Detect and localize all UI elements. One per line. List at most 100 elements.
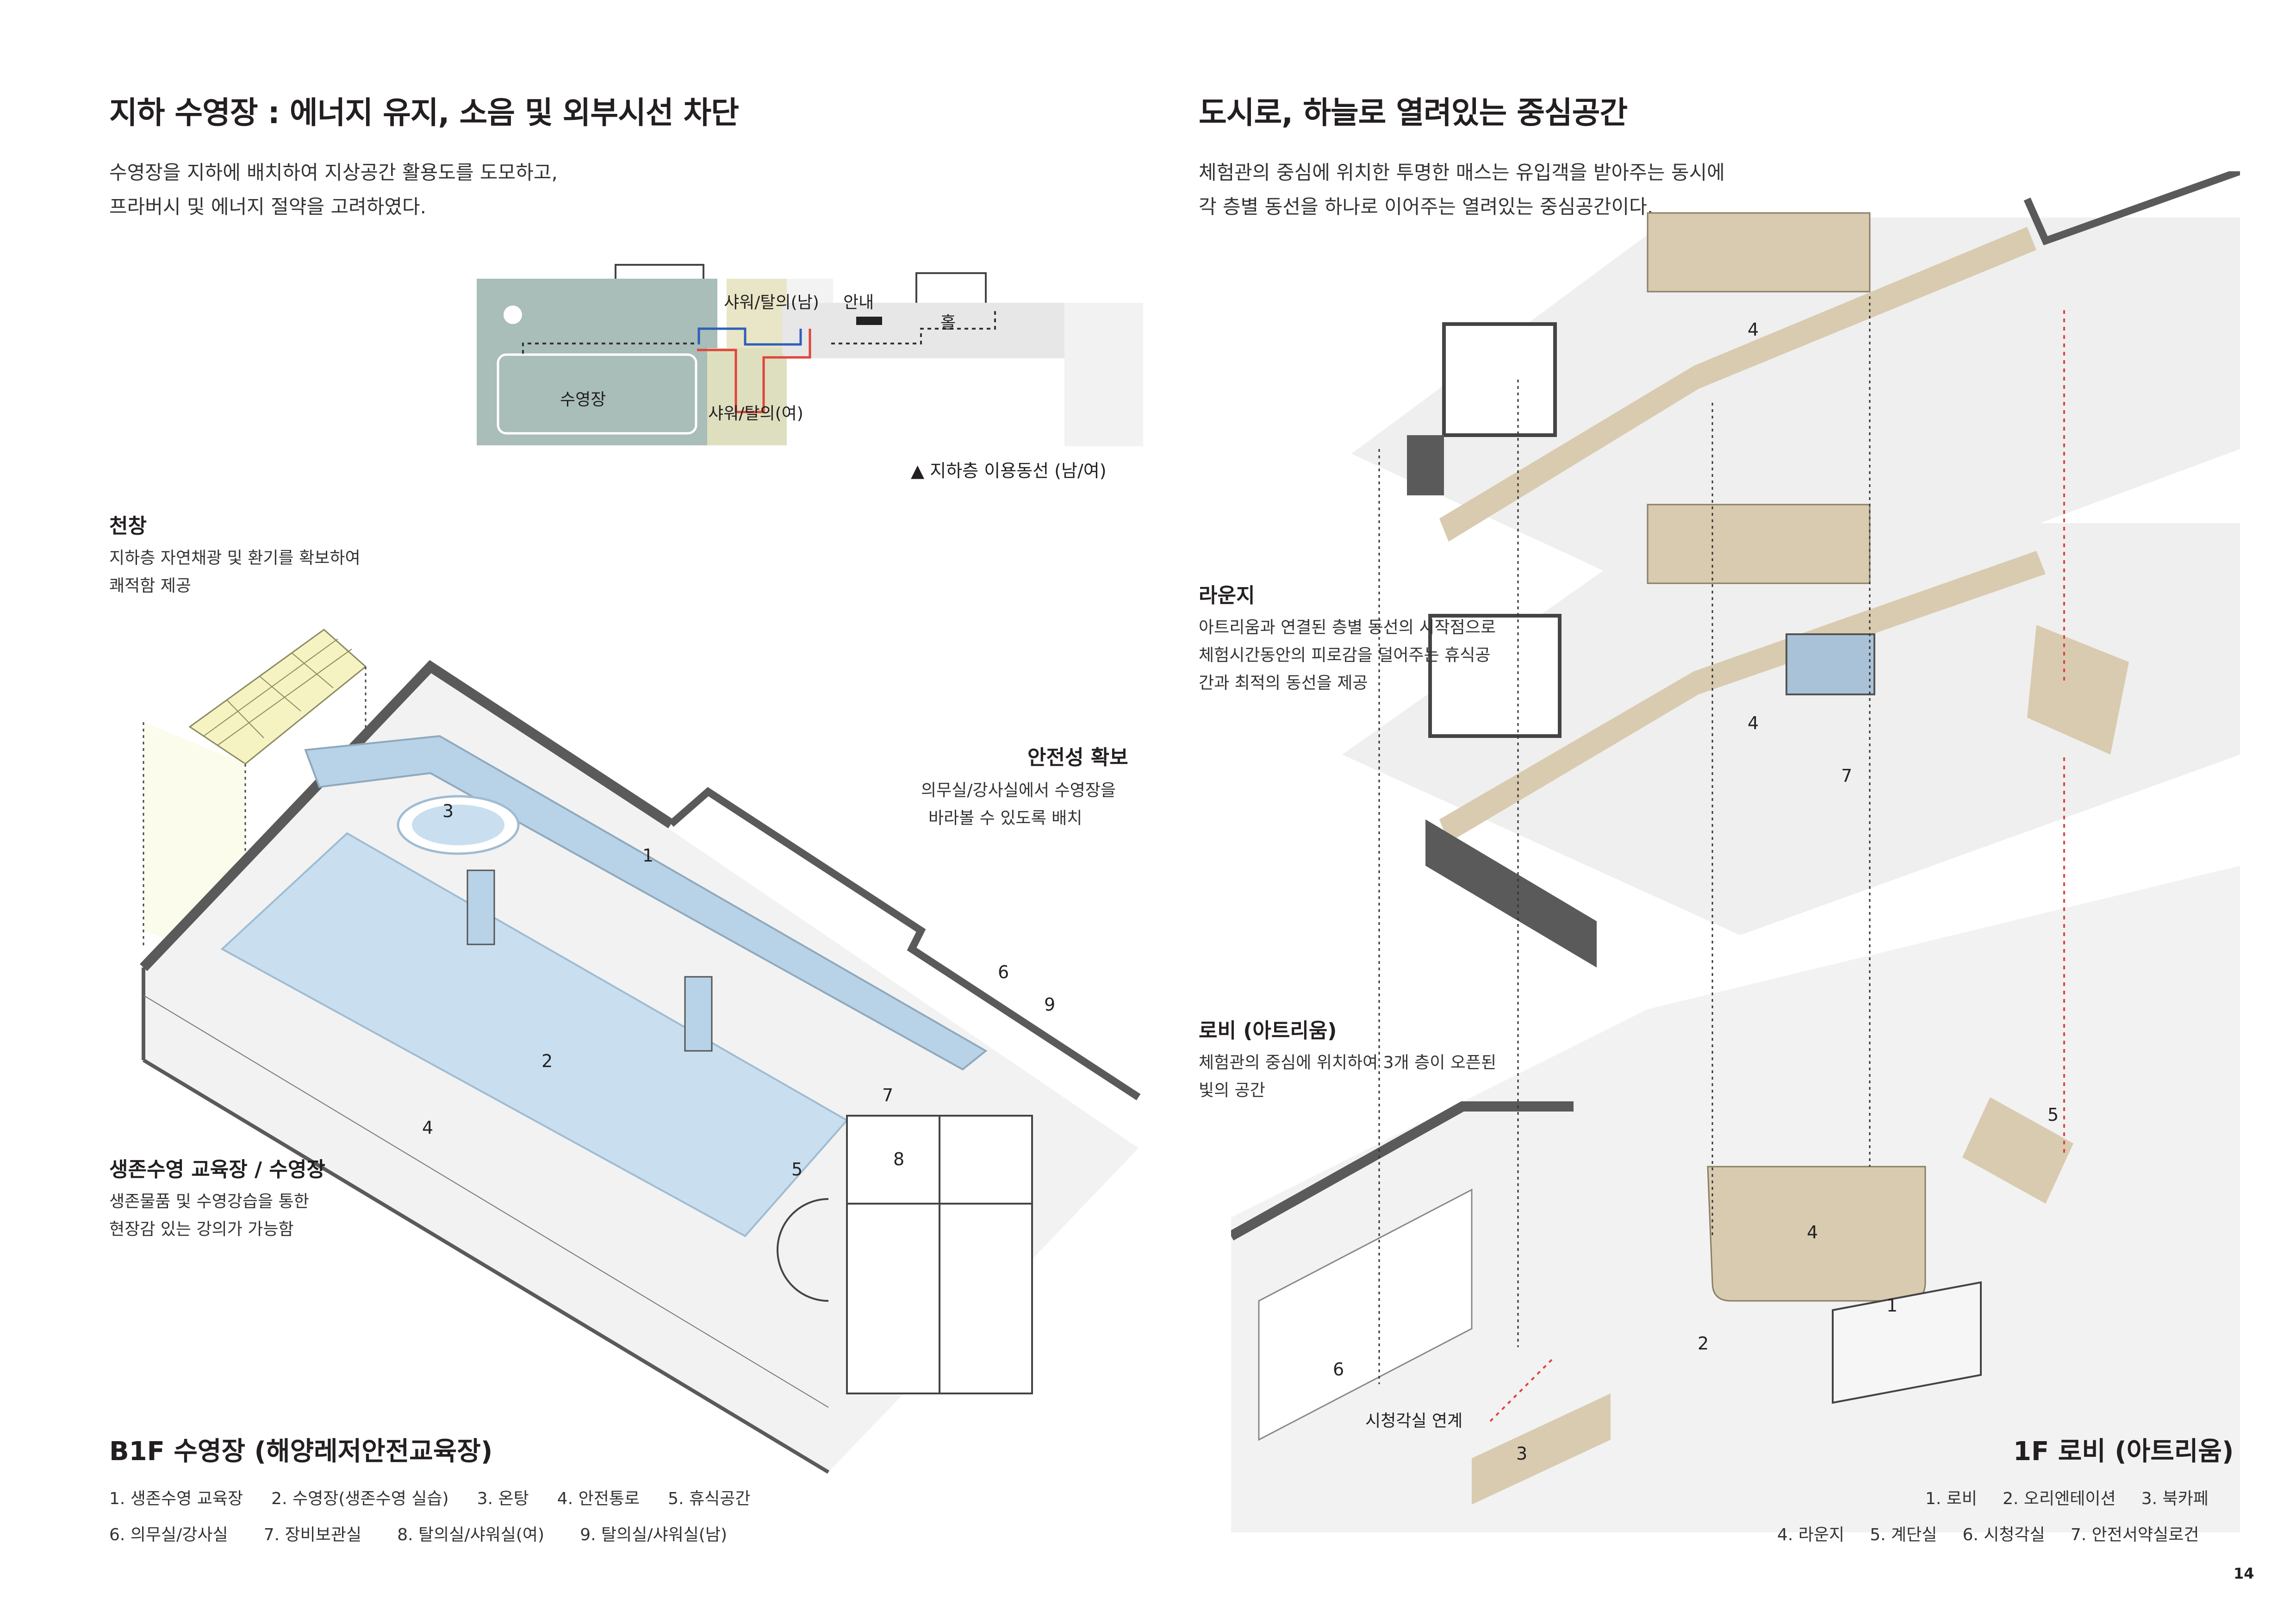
left-legend-item: 9. 탈의실/샤워실(남): [580, 1525, 728, 1544]
left-legend-item: 5. 휴식공간: [668, 1489, 751, 1508]
north-wall: [140, 660, 674, 971]
lounge-desc-1: 아트리움과 연결된 층별 동선의 시작점으로: [1199, 618, 1496, 637]
right-legend-item: 5. 계단실: [1870, 1525, 1937, 1544]
diagram-caption: ▲ 지하층 이용동선 (남/여): [911, 461, 1107, 481]
right-plan-title: 1F 로비 (아트리움): [2013, 1437, 2234, 1467]
route-dotted-main: [828, 311, 996, 344]
left-legend-item: 8. 탈의실/샤워실(여): [397, 1525, 545, 1544]
left-legend-item: 6. 의무실/강사실: [109, 1525, 228, 1544]
right-legend-row-2: 4. 라운지 5. 계단실 6. 시청각실 7. 안전서약실로건: [1777, 1521, 2199, 1545]
left-num-5: 5: [791, 1159, 803, 1180]
left-lead-line-1: 수영장을 지하에 배치하여 지상공간 활용도를 도모하고,: [109, 161, 558, 184]
label-shower-female: 샤워/탈의(여): [708, 404, 803, 423]
right-num-4-floor2: 4: [1748, 713, 1759, 733]
floor-3-bookshelf: [1647, 212, 1871, 293]
skylight-desc-1: 지하층 자연채광 및 환기를 확보하여: [109, 549, 361, 568]
lounge-title: 라운지: [1199, 584, 1255, 607]
safety-desc-1: 의무실/강사실에서 수영장을: [921, 781, 1116, 800]
left-num-3: 3: [442, 801, 454, 821]
stair-link-right: [915, 272, 987, 303]
floor-2-bookshelf: [1647, 504, 1871, 584]
route-dotted-pool: [522, 343, 694, 354]
right-num-3: 3: [1516, 1443, 1528, 1464]
left-legend-item: 3. 온탕: [477, 1489, 529, 1508]
pool-column-2: [684, 976, 713, 1052]
atrium-axonometric-drawing: [1231, 171, 2240, 1532]
left-num-1: 1: [642, 845, 654, 866]
right-num-7: 7: [1841, 766, 1853, 786]
right-lead-line-1: 체험관의 중심에 위치한 투명한 매스는 유입객을 받아주는 동시에: [1199, 161, 1725, 184]
lobby-desc-1: 체험관의 중심에 위치하여 3개 층이 오픈된: [1199, 1053, 1497, 1072]
left-num-6: 6: [998, 962, 1009, 982]
left-num-4: 4: [422, 1118, 434, 1138]
safety-title: 안전성 확보: [1027, 746, 1128, 769]
label-pool: 수영장: [560, 390, 606, 409]
right-legend-row-1: 1. 로비 2. 오리엔테이션 3. 북카페: [1925, 1485, 2209, 1509]
outer-corridor-zone: [1064, 303, 1143, 446]
shower-male-zone: [727, 279, 787, 348]
left-legend-item: 2. 수영장(생존수영 실습): [271, 1489, 449, 1508]
entrance-glass-box: [1832, 1281, 1982, 1404]
lobby-title: 로비 (아트리움): [1199, 1019, 1337, 1043]
left-num-7: 7: [882, 1085, 894, 1106]
training-channel: [304, 735, 988, 1071]
lounge-desc-2: 체험시간동안의 피로감을 덜어주는 휴식공: [1199, 646, 1491, 665]
label-info: 안내: [843, 293, 874, 312]
survival-title: 생존수영 교육장 / 수영장: [109, 1158, 325, 1181]
floor-2-corridor: [1439, 671, 1699, 843]
skylight-roof: [188, 629, 367, 765]
pool-basin-outline: [497, 353, 697, 435]
left-lead-line-2: 프라버시 및 에너지 절약을 고려하였다.: [109, 195, 426, 218]
right-legend-item: 2. 오리엔테이션: [2003, 1489, 2116, 1508]
pool-axonometric-drawing: [140, 629, 1141, 1474]
right-legend-item: 1. 로비: [1925, 1489, 1978, 1508]
auditorium-link-arrow: [1489, 1355, 1556, 1422]
south-wall: [142, 1058, 830, 1474]
floor-2-pledge-screen: [1786, 633, 1875, 695]
left-legend-row-2: 6. 의무실/강사실 7. 장비보관실 8. 탈의실/샤워실(여) 9. 탈의실…: [109, 1521, 727, 1545]
stair-link-left: [615, 264, 704, 279]
east-wall: [668, 787, 1141, 1100]
right-page-title: 도시로, 하늘로 열려있는 중심공간: [1199, 95, 1628, 131]
pool-zone: [477, 279, 717, 445]
right-num-6: 6: [1333, 1359, 1344, 1380]
left-legend-item: 4. 안전통로: [557, 1489, 640, 1508]
floor-2-slab: [1342, 523, 2240, 935]
right-num-4-floor3: 4: [1748, 319, 1759, 340]
hot-tub-circle: [504, 306, 522, 324]
right-legend-item: 6. 시청각실: [1962, 1525, 2045, 1544]
floor-2-stair: [2027, 625, 2129, 755]
circulation-diagram: [477, 264, 1143, 446]
right-legend-item: 7. 안전서약실로건: [2070, 1525, 2199, 1544]
skylight-desc-2: 쾌적함 제공: [109, 576, 192, 595]
skylight-title: 천창: [109, 514, 147, 538]
auditorium-seating: [1258, 1188, 1473, 1441]
info-desk: [856, 317, 882, 325]
left-legend-item: 1. 생존수영 교육장: [109, 1489, 243, 1508]
auditorium-link-label: 시청각실 연계: [1365, 1412, 1463, 1430]
book-cafe-counter: [1472, 1393, 1611, 1505]
route-blue-male: [697, 327, 802, 346]
shower-female-zone: [707, 348, 787, 445]
left-plan-title: B1F 수영장 (해양레저안전교육장): [109, 1437, 493, 1467]
survival-desc-2: 현장감 있는 강의가 가능함: [109, 1220, 294, 1239]
left-num-8: 8: [893, 1149, 905, 1169]
hall-zone: [782, 303, 1078, 358]
safety-desc-2: 바라볼 수 있도록 배치: [928, 809, 1083, 828]
label-shower-male: 샤워/탈의(남): [724, 293, 819, 312]
right-lead-line-2: 각 층별 동선을 하나로 이어주는 열려있는 중심공간이다.: [1199, 195, 1654, 218]
page-number: 14: [2234, 1565, 2254, 1582]
floor-1-stair: [1962, 1097, 2073, 1204]
pool-column-1: [467, 869, 495, 945]
floor-2-room: [1428, 614, 1562, 738]
route-red-female: [697, 329, 811, 413]
left-num-9: 9: [1044, 994, 1056, 1015]
floor-3-corridor: [1439, 366, 1699, 542]
right-num-1: 1: [1886, 1295, 1898, 1316]
right-legend-item: 3. 북카페: [2141, 1489, 2209, 1508]
right-num-2: 2: [1698, 1333, 1709, 1354]
left-legend-row-1: 1. 생존수영 교육장 2. 수영장(생존수영 실습) 3. 온탕 4. 안전통…: [109, 1485, 750, 1509]
right-num-5: 5: [2047, 1105, 2059, 1125]
right-legend-item: 4. 라운지: [1777, 1525, 1845, 1544]
label-hall: 홀: [940, 313, 956, 332]
